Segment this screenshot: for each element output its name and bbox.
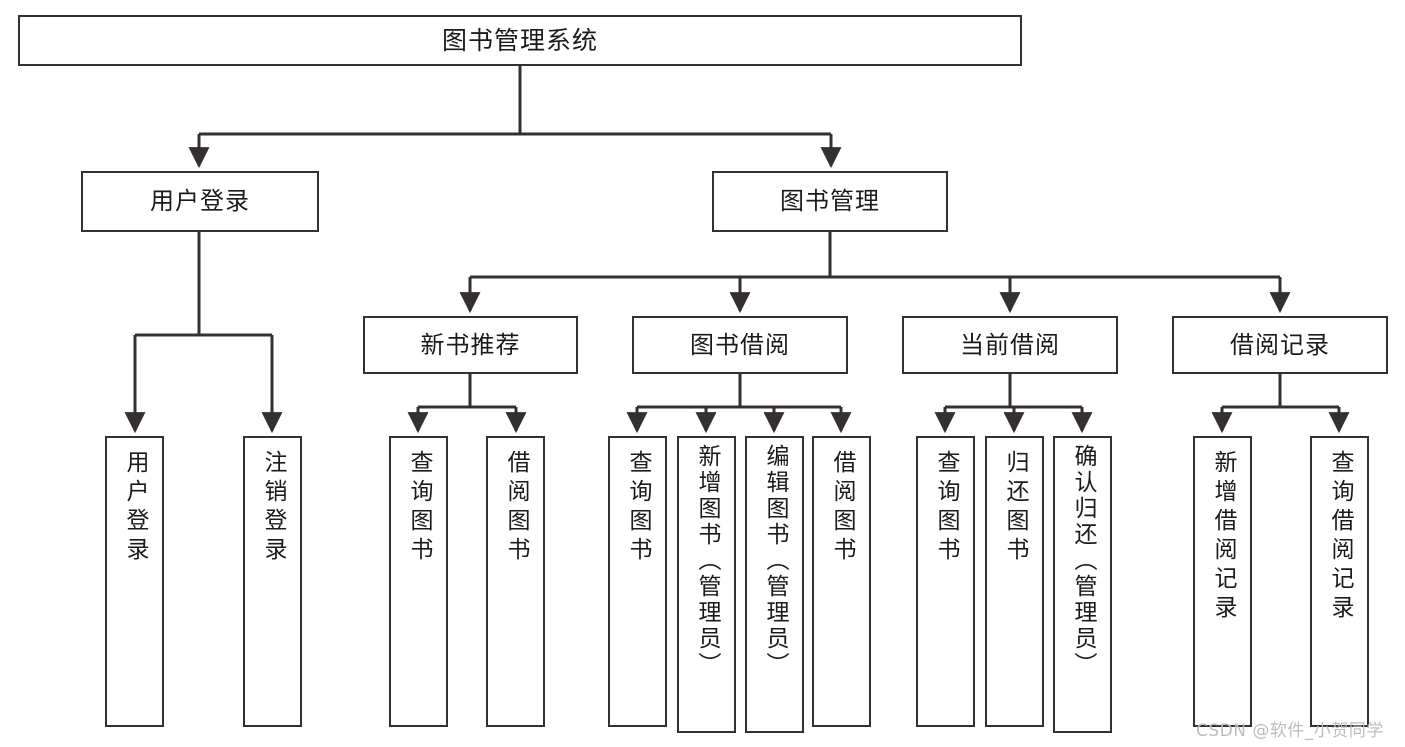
node-borrow-record[interactable]: 借阅记录 <box>1172 316 1388 374</box>
node-leaf-add-borrow-record[interactable]: 新增借阅记录 <box>1193 436 1252 727</box>
node-label: 新书推荐 <box>420 330 521 359</box>
node-new-book-recommend[interactable]: 新书推荐 <box>363 316 578 374</box>
node-leaf-query-book-current[interactable]: 查询图书 <box>916 436 975 727</box>
node-label: 用户登录 <box>122 450 148 566</box>
node-book-manage[interactable]: 图书管理 <box>712 171 948 232</box>
node-leaf-borrow-book-rec[interactable]: 借阅图书 <box>486 436 545 727</box>
node-leaf-return-book[interactable]: 归还图书 <box>985 436 1044 727</box>
node-current-borrow[interactable]: 当前借阅 <box>902 316 1118 374</box>
node-root-system[interactable]: 图书管理系统 <box>18 15 1022 66</box>
node-label: 借阅图书 <box>829 450 855 566</box>
node-label: 查询借阅记录 <box>1327 450 1353 624</box>
node-leaf-borrow-book[interactable]: 借阅图书 <box>812 436 871 727</box>
node-leaf-query-book-borrow[interactable]: 查询图书 <box>608 436 667 727</box>
node-label: 确认归还（管理员） <box>1070 444 1096 678</box>
node-label: 归还图书 <box>1002 450 1028 566</box>
node-leaf-edit-book-admin[interactable]: 编辑图书（管理员） <box>745 436 804 733</box>
node-label: 新增图书（管理员） <box>694 444 720 678</box>
node-book-borrow[interactable]: 图书借阅 <box>632 316 848 374</box>
node-label: 查询图书 <box>933 450 959 566</box>
node-leaf-query-borrow-record[interactable]: 查询借阅记录 <box>1310 436 1369 727</box>
node-label: 当前借阅 <box>960 330 1060 359</box>
node-leaf-add-book-admin[interactable]: 新增图书（管理员） <box>677 436 736 733</box>
node-leaf-confirm-return-admin[interactable]: 确认归还（管理员） <box>1053 436 1112 733</box>
node-label: 图书管理 <box>780 187 880 216</box>
node-label: 借阅记录 <box>1230 330 1330 359</box>
node-label: 借阅图书 <box>503 450 529 566</box>
node-label: 查询图书 <box>406 450 432 566</box>
node-label: 用户登录 <box>150 187 250 216</box>
node-leaf-query-book-rec[interactable]: 查询图书 <box>389 436 448 727</box>
node-leaf-user-login[interactable]: 用户登录 <box>105 436 164 727</box>
node-label: 新增借阅记录 <box>1210 450 1236 624</box>
node-label: 图书管理系统 <box>441 25 598 55</box>
node-label: 注销登录 <box>260 450 286 566</box>
node-label: 编辑图书（管理员） <box>762 444 788 678</box>
node-leaf-user-logout[interactable]: 注销登录 <box>243 436 302 727</box>
csdn-watermark: CSDN @软件_小贺同学 <box>1196 721 1384 741</box>
node-label: 查询图书 <box>625 450 651 566</box>
node-user-login[interactable]: 用户登录 <box>81 171 319 232</box>
node-label: 图书借阅 <box>690 330 790 359</box>
